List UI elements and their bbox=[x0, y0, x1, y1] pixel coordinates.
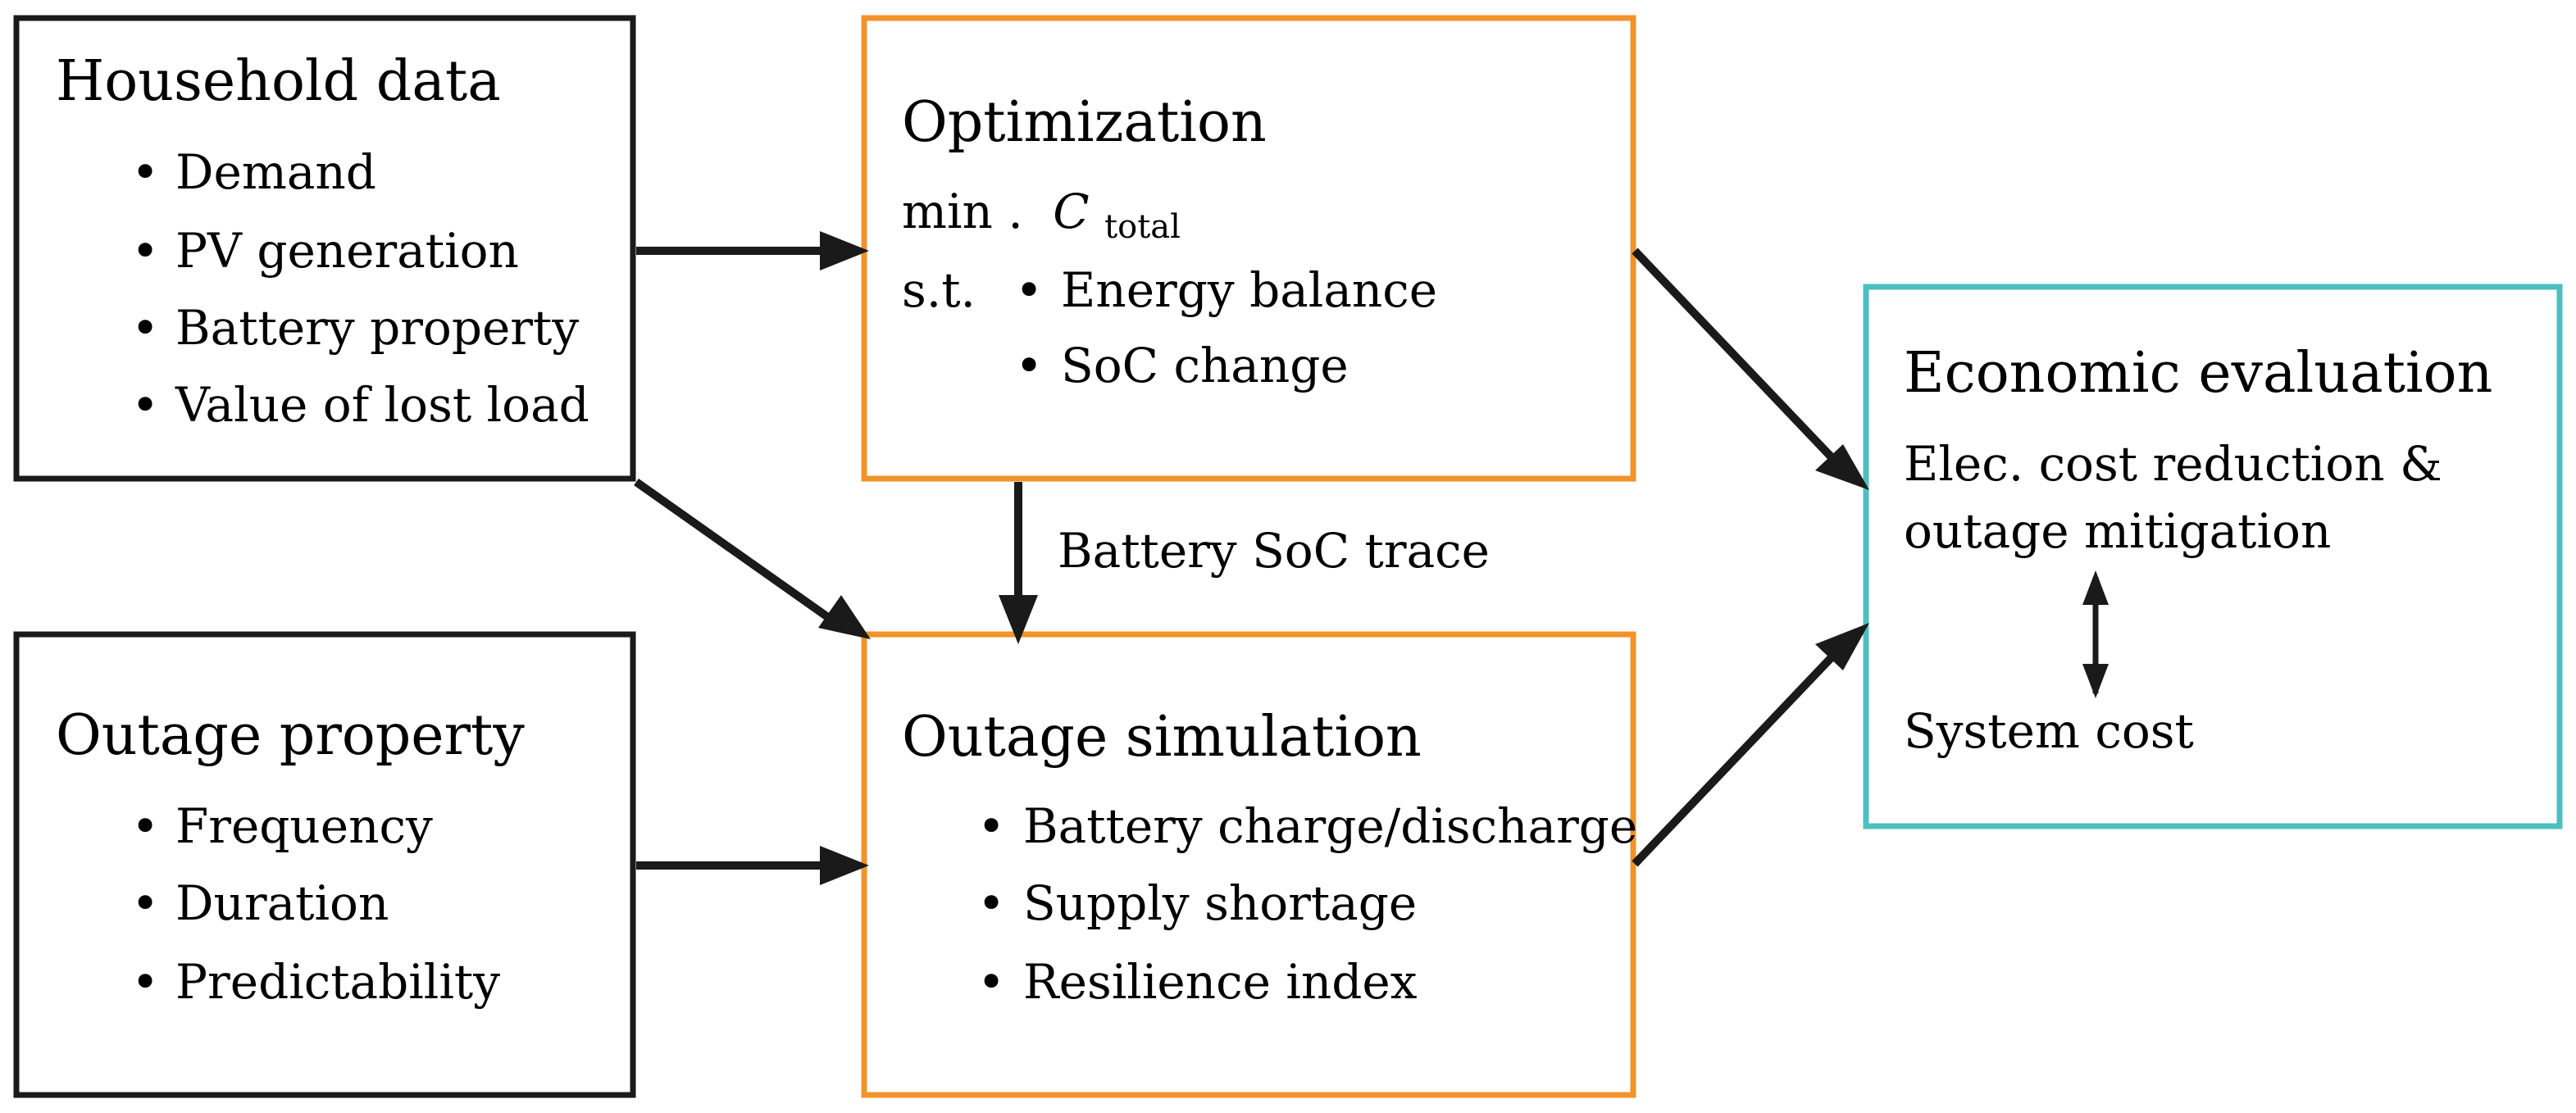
household-bullet: • bbox=[131, 144, 159, 200]
arrowhead-optimization-to-simulation bbox=[999, 595, 1038, 644]
household-data-title: Household data bbox=[56, 49, 501, 114]
outage-property-item-duration: Duration bbox=[175, 875, 389, 931]
outage-property-box-frame bbox=[13, 631, 636, 1098]
optimization-bullet: • bbox=[1015, 338, 1043, 393]
constraint-energy-balance: Energy balance bbox=[1061, 262, 1437, 318]
household-item-demand: Demand bbox=[175, 144, 376, 200]
economic-line-outage-mitigation: outage mitigation bbox=[1904, 503, 2331, 559]
arrowhead-household-to-optimization bbox=[820, 231, 869, 270]
arrowhead-outage-property-to-simulation bbox=[820, 846, 869, 885]
outage-simulation-bullet: • bbox=[977, 875, 1005, 931]
objective-prefix: min . bbox=[902, 184, 1023, 239]
optimization-st-label: s.t. bbox=[902, 262, 976, 318]
outage-property-title: Outage property bbox=[56, 703, 525, 768]
outage-property-item-predictability: Predictability bbox=[175, 954, 500, 1010]
economic-line-cost-reduction: Elec. cost reduction & bbox=[1904, 436, 2442, 492]
tradeoff-arrowhead-down bbox=[2082, 664, 2109, 698]
arrowheads bbox=[818, 231, 1869, 885]
household-data-box: Household data • Demand • PV generation … bbox=[13, 15, 636, 482]
simulation-item-battery-charge: Battery charge/discharge bbox=[1023, 798, 1637, 854]
household-item-value-of-lost-load: Value of lost load bbox=[175, 377, 589, 433]
tradeoff-arrowhead-up bbox=[2082, 570, 2109, 605]
optimization-box: Optimization min . C total s.t. • Energy… bbox=[861, 15, 1636, 482]
arrow-household-to-simulation bbox=[634, 478, 834, 624]
outage-simulation-box-frame bbox=[861, 631, 1636, 1098]
economic-system-cost: System cost bbox=[1904, 703, 2194, 759]
simulation-item-resilience-index: Resilience index bbox=[1023, 954, 1417, 1010]
objective-subscript: total bbox=[1104, 208, 1181, 246]
economic-evaluation-title: Economic evaluation bbox=[1904, 341, 2492, 406]
outage-property-bullet: • bbox=[131, 875, 159, 931]
outage-simulation-box: Outage simulation • Battery charge/disch… bbox=[861, 631, 1637, 1098]
outage-property-item-frequency: Frequency bbox=[175, 798, 433, 854]
outage-property-box: Outage property • Frequency • Duration •… bbox=[13, 631, 636, 1098]
outage-property-bullet: • bbox=[131, 954, 159, 1010]
arrowhead-optimization-to-economic bbox=[1815, 444, 1869, 490]
economic-evaluation-box: Economic evaluation Elec. cost reduction… bbox=[1863, 284, 2563, 829]
optimization-objective: min . C total bbox=[902, 184, 1181, 246]
outage-simulation-title: Outage simulation bbox=[902, 705, 1422, 770]
arrow-simulation-to-economic bbox=[1632, 654, 1835, 867]
edge-label-battery-soc-trace: Battery SoC trace bbox=[1058, 523, 1490, 579]
simulation-item-supply-shortage: Supply shortage bbox=[1023, 875, 1417, 931]
household-bullet: • bbox=[131, 377, 159, 433]
household-data-box-frame bbox=[13, 15, 636, 482]
household-item-battery-property: Battery property bbox=[175, 300, 579, 356]
household-bullet: • bbox=[131, 300, 159, 356]
optimization-title: Optimization bbox=[902, 90, 1267, 155]
constraint-soc-change: SoC change bbox=[1061, 338, 1349, 393]
arrow-optimization-to-economic bbox=[1632, 248, 1835, 461]
objective-variable: C bbox=[1053, 184, 1089, 239]
outage-simulation-bullet: • bbox=[977, 954, 1005, 1010]
optimization-bullet: • bbox=[1015, 262, 1043, 318]
arrowhead-household-to-simulation bbox=[818, 595, 871, 639]
outage-property-bullet: • bbox=[131, 798, 159, 854]
household-item-pv-generation: PV generation bbox=[175, 223, 519, 279]
arrowhead-simulation-to-economic bbox=[1815, 623, 1869, 670]
household-bullet: • bbox=[131, 223, 159, 279]
arrows bbox=[634, 247, 1835, 870]
economic-evaluation-box-frame bbox=[1863, 284, 2563, 829]
outage-simulation-bullet: • bbox=[977, 798, 1005, 854]
optimization-box-frame bbox=[861, 15, 1636, 482]
